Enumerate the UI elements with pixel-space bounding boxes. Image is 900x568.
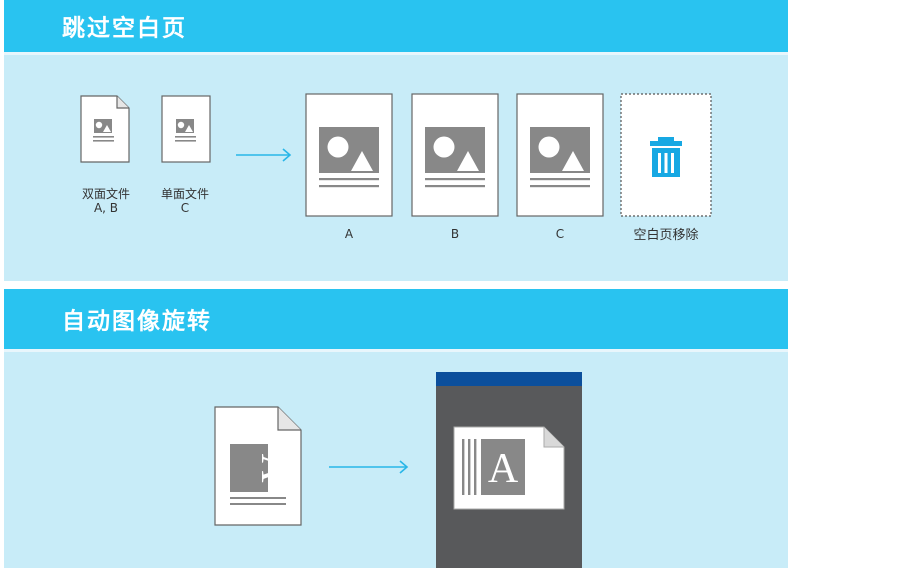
section1-panel: 双面文件 A, B 单面文件 C: [4, 55, 788, 281]
output-page-a: [305, 93, 393, 217]
source-doc-label-simplex: 单面文件 C: [160, 187, 209, 215]
section1-divider: [4, 52, 788, 55]
scanner-top-bar: [436, 372, 582, 386]
section2-divider: [4, 349, 788, 352]
output-page-label-c: C: [555, 227, 565, 241]
trash-icon: [650, 137, 682, 177]
section1-header: 跳过空白页: [4, 0, 788, 52]
section2-header: 自动图像旋转: [4, 289, 788, 349]
output-page-b: [411, 93, 499, 217]
duplex-document-icon: [80, 95, 130, 163]
arrow-right-icon: [329, 460, 409, 474]
output-page-c: [516, 93, 604, 217]
output-page-label-a: A: [344, 227, 354, 241]
simplex-document-icon: [161, 95, 211, 163]
section2-title: 自动图像旋转: [62, 308, 212, 335]
corrected-document-icon: A: [453, 426, 565, 510]
section1-title: 跳过空白页: [62, 15, 187, 42]
source-doc-label-duplex: 双面文件 A, B: [81, 187, 130, 215]
corrected-page-letter: A: [488, 446, 519, 492]
section2-panel: A A: [4, 352, 788, 568]
output-page-label-b: B: [450, 227, 460, 241]
section-gap: [4, 281, 788, 289]
arrow-right-icon: [236, 148, 292, 162]
rotated-page-letter: A: [253, 454, 298, 483]
removed-blank-page: [620, 93, 712, 217]
removed-page-label: 空白页移除: [633, 228, 699, 243]
scanner-icon: A: [436, 372, 582, 568]
rotated-document-icon: A: [214, 406, 302, 526]
